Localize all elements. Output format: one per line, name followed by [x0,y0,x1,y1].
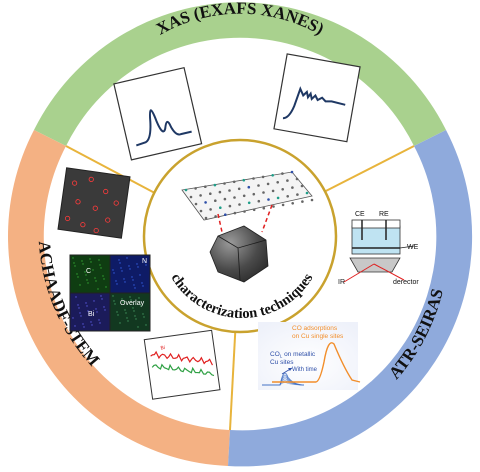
line-profile-frame [143,329,221,400]
exafs-frame [113,66,203,161]
seiras-sector [228,130,473,467]
stem-atom-markers [64,176,119,234]
cell-label-we: WE [407,244,419,251]
blue-spectrum-line [262,372,305,386]
graphene-sheet-icon [181,170,314,233]
xas-exafs-card [113,66,203,161]
outer-ring [8,2,473,467]
xas-xanes-card [273,53,361,143]
seiras-spectra-card: CO adsorptions on Cu single sites COL on… [258,322,361,390]
electrochemical-cell-icon: CE RE WE IR derector [338,211,419,286]
divider-right [317,145,415,196]
stem-image-card [57,167,131,239]
cell-label-ce: CE [355,211,365,218]
map-n [109,254,151,294]
annotation-mid-1: COL on metallic [270,351,316,359]
exafs-curve [135,109,192,147]
annotation-time: With time [292,367,318,373]
time-arrowhead-icon [288,368,292,371]
divider-left [65,145,169,201]
line-legend: Bi [160,345,165,352]
spectra-background [258,322,358,390]
eds-map-grid: C N Bi Overlay [69,254,151,332]
section-dividers [65,145,415,431]
line-profile-card: Bi [143,329,221,400]
red-profile-line [150,350,214,366]
green-profile-line [151,363,215,377]
nanocrystal-icon [209,225,269,283]
annotation-top-1: CO adsorptions [292,325,338,332]
xas-sector [34,2,446,146]
orange-spectrum [272,342,361,383]
map-label-bi: Bi [88,311,95,318]
xanes-curve [282,86,346,120]
stem-haadf-image [57,167,131,239]
cell-label-re: RE [379,211,389,218]
stem-sector [8,130,230,466]
map-bi [69,292,111,332]
map-label-n: N [142,258,147,265]
cell-label-detector: derector [393,279,419,286]
annotation-top-2: on Cu single sites [292,333,344,340]
cell-label-ir: IR [338,279,345,286]
map-overlay [109,292,151,332]
map-label-c: C [86,268,91,275]
map-label-overlay: Overlay [120,300,145,307]
divider-bottom [229,317,237,431]
annotation-mid-2: Cu sites [270,359,294,366]
